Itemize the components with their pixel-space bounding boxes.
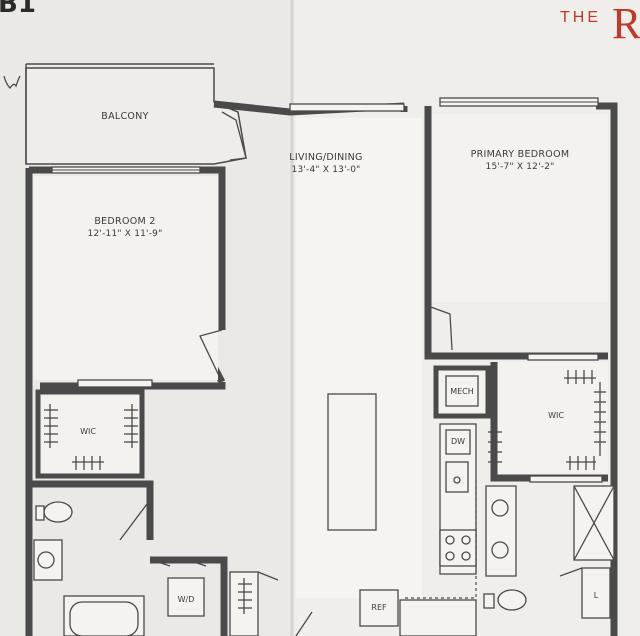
balcony-door[interactable] <box>221 111 247 161</box>
toilet-right <box>497 589 527 611</box>
kitchen-counter <box>359 423 477 636</box>
bedroom2-floor <box>34 176 218 380</box>
brand-initial: R <box>612 0 640 48</box>
primary-bedroom-dims: 15'-7" X 12'-2" <box>486 162 555 172</box>
washer-dryer <box>167 577 205 617</box>
refrigerator-label: REF <box>371 603 387 612</box>
dishwasher-label: DW <box>451 437 465 446</box>
kitchen-island <box>327 393 377 531</box>
toilet-left <box>43 501 73 523</box>
wic-right <box>488 362 608 483</box>
entry-door[interactable] <box>295 611 313 636</box>
bedroom2-label: BEDROOM 2 <box>94 216 155 227</box>
bedroom2-door[interactable] <box>199 329 223 383</box>
windows <box>51 97 599 174</box>
primary-closet-door[interactable] <box>527 353 599 361</box>
left-bathroom <box>29 480 154 636</box>
mech-room <box>433 365 491 419</box>
living-dining-dims: 13'-4" X 13'-0" <box>292 165 361 175</box>
balcony-label: BALCONY <box>101 111 148 122</box>
primary-bedroom-label: PRIMARY BEDROOM <box>471 149 570 160</box>
dishwasher <box>445 429 471 455</box>
living-dining-label: LIVING/DINING <box>289 152 362 163</box>
north-mark <box>3 75 21 90</box>
mech-label: MECH <box>450 387 474 396</box>
wic-right-label: WIC <box>548 411 564 420</box>
primary-bedroom-door[interactable] <box>427 305 453 351</box>
brand-prefix: THE <box>560 9 601 26</box>
bedroom2-dims: 12'-11" X 11'-9" <box>88 229 163 239</box>
primary-bedroom-floor <box>432 114 608 302</box>
right-bathroom <box>483 485 615 619</box>
cooktop <box>439 529 477 567</box>
refrigerator <box>359 589 399 627</box>
linen-closet-right <box>581 567 611 619</box>
linen-label: L <box>594 591 599 600</box>
laundry-area <box>150 556 279 636</box>
unit-code: B1 <box>0 0 36 19</box>
balcony-area <box>25 63 247 165</box>
wic-left <box>35 379 153 479</box>
wic-left-label: WIC <box>80 427 96 436</box>
washer-dryer-label: W/D <box>178 595 195 604</box>
